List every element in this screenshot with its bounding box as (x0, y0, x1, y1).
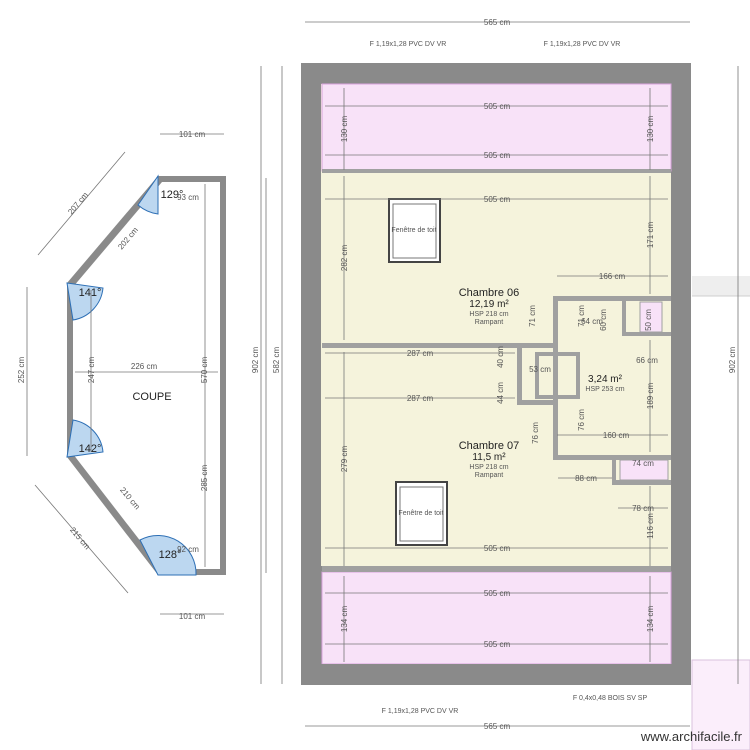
skylight-label: Fenêtre de toit (398, 510, 443, 517)
dim-66: 66 cm (636, 356, 658, 365)
dim-88: 88 cm (575, 474, 597, 483)
dim-height-right: 902 cm (728, 347, 737, 374)
opening-label-top-right: F 1,19x1,28 PVC DV VR (544, 41, 621, 48)
dim-band-width: 505 cm (484, 195, 511, 204)
dim-total-bottom: 565 cm (484, 722, 511, 731)
dim-166: 166 cm (599, 272, 626, 281)
dim-71-right: 71 cm (577, 305, 586, 327)
skylight-ch06: Fenêtre de toit (388, 198, 441, 263)
brand-watermark: www.archifacile.fr (640, 729, 742, 744)
top-band (321, 83, 672, 172)
room-area-chambre07: 11,5 m² (472, 452, 506, 463)
coupe-label: COUPE (132, 391, 171, 403)
dim-coupe-bottom: 101 cm (179, 612, 206, 621)
dim-ch07-h: 279 cm (340, 446, 349, 473)
skylight-label: Fenêtre de toit (391, 227, 436, 234)
dim-band-width: 505 cm (484, 589, 511, 598)
dim-78: 78 cm (632, 504, 654, 513)
dim-total-top: 565 cm (484, 18, 511, 27)
dim-76-right: 76 cm (577, 409, 586, 431)
room-note-chambre07: Rampant (475, 472, 503, 479)
opening-label-bottom-left: F 1,19x1,28 PVC DV VR (382, 708, 459, 715)
skylight-ch07: Fenêtre de toit (395, 481, 448, 546)
adjacent-outline (691, 276, 750, 750)
dim-76-left: 76 cm (531, 422, 540, 444)
room-hsp-chambre07: HSP 218 cm (469, 464, 508, 471)
dim-coupe-207: 207 cm (66, 190, 90, 216)
dim-coupe-252: 252 cm (17, 357, 26, 384)
room-name-chambre06: Chambre 06 (459, 287, 520, 299)
coupe-section (66, 174, 226, 576)
dim-band-bottom-h: 134 cm (646, 606, 655, 633)
angle-label-128: 128° (159, 549, 182, 561)
dim-coupe-247: 247 cm (87, 357, 96, 384)
dim-189: 189 cm (646, 383, 655, 410)
opening-label-bottom-right: F 0,4x0,48 BOIS SV SP (573, 695, 648, 702)
dim-band-width: 505 cm (484, 544, 511, 553)
room-note-chambre06: Rampant (475, 319, 503, 326)
dim-ch06-right: 171 cm (646, 222, 655, 249)
dim-coupe-92: 92 cm (177, 545, 199, 554)
coupe-dimension-lines (26, 133, 267, 615)
dim-coupe-top: 101 cm (179, 130, 206, 139)
dim-160: 160 cm (603, 431, 630, 440)
dim-band-width: 505 cm (484, 151, 511, 160)
dim-band-top-h: 130 cm (340, 116, 349, 143)
angle-label-141: 141° (79, 287, 102, 299)
dim-band-bottom-h: 134 cm (340, 606, 349, 633)
dim-band-width: 505 cm (484, 640, 511, 649)
dim-coupe-215: 215 cm (68, 525, 92, 551)
dim-60: 60 cm (599, 309, 608, 331)
dim-height-inner: 582 cm (272, 347, 281, 374)
dim-ch06-h: 282 cm (340, 245, 349, 272)
dimension-lines (260, 21, 739, 727)
room-name-chambre07: Chambre 07 (459, 440, 520, 452)
dim-53: 53 cm (529, 365, 551, 374)
dim-287-top: 287 cm (407, 349, 434, 358)
dim-287-bottom: 287 cm (407, 394, 434, 403)
dim-ch07-right: 116 cm (646, 513, 655, 539)
partitions (322, 296, 671, 485)
dim-band-top-h: 130 cm (646, 116, 655, 143)
dim-71-left: 71 cm (528, 305, 537, 327)
bottom-band (321, 571, 672, 665)
angle-label-129: 129° (161, 189, 184, 201)
room-hsp-closet: HSP 253 cm (585, 386, 624, 393)
dim-height-left: 902 cm (251, 347, 260, 374)
dim-74: 74 cm (632, 459, 654, 468)
room-area-chambre06: 12,19 m² (469, 299, 509, 310)
dim-40: 40 cm (496, 346, 505, 368)
dim-50: 50 cm (644, 309, 653, 331)
opening-label-top-left: F 1,19x1,28 PVC DV VR (370, 41, 447, 48)
dim-44: 44 cm (496, 382, 505, 404)
angle-label-142: 142° (79, 443, 102, 455)
room-hsp-chambre06: HSP 218 cm (469, 311, 508, 318)
room-area-closet: 3,24 m² (588, 374, 623, 385)
dim-64: 64 cm (581, 317, 603, 326)
dim-coupe-570: 570 cm (200, 357, 209, 384)
dim-band-width: 505 cm (484, 102, 511, 111)
dim-coupe-285: 285 cm (200, 465, 209, 492)
dim-coupe-93: 93 cm (177, 193, 199, 202)
dim-coupe-226: 226 cm (131, 362, 158, 371)
